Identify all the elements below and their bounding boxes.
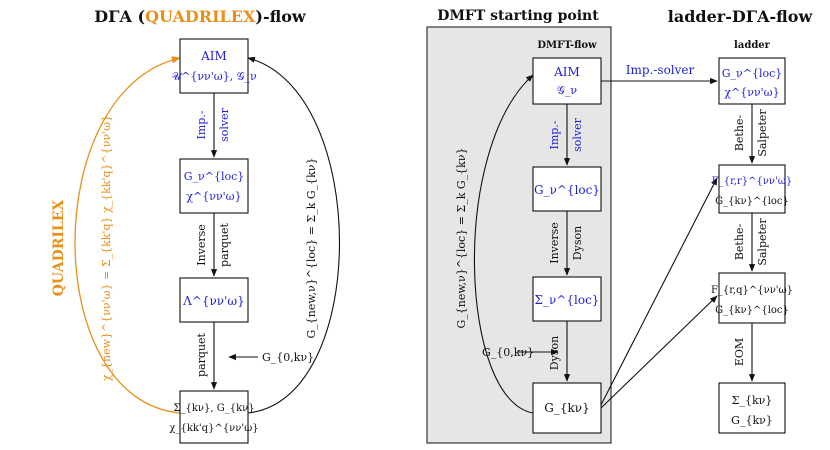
sigma-box-sigma: Σ_{kν}, G_{kν} bbox=[173, 403, 254, 414]
ladder-subtitle: ladder bbox=[734, 40, 771, 51]
lambda-box bbox=[179, 277, 249, 323]
bethe-label-1: Bethe- bbox=[733, 115, 746, 152]
ladder-box-gloc-chi: χ^{νν'ω} bbox=[724, 86, 779, 99]
dmft-dyson-lower-label: Dyson bbox=[548, 336, 561, 370]
diag-arrow-to-gamma bbox=[600, 177, 718, 406]
aim-box bbox=[179, 38, 249, 94]
imp-label-left: Imp.- bbox=[195, 110, 208, 139]
sigma-box-chi: χ_{kk'q}^{νν'ω} bbox=[169, 423, 258, 434]
solver-label-left: solver bbox=[218, 107, 231, 142]
chi-new-equation: χ_{new}^{νν'ω} = Σ_{kk'q} χ_{kk'q}^{νν'ω… bbox=[100, 115, 113, 381]
gnew-equation-mid: G_{new,ν}^{loc} = Σ_k G_{kν} bbox=[455, 148, 468, 329]
left-flow-title: DΓA (QUADRILEX)-flow bbox=[94, 7, 307, 26]
right-flow-title: ladder-DΓA-flow bbox=[668, 7, 814, 26]
ladder-box-gloc bbox=[718, 57, 786, 105]
dmft-sigma-box bbox=[532, 276, 602, 322]
parquet-label-lower: parquet bbox=[195, 332, 208, 376]
parquet-label-left: parquet bbox=[218, 222, 231, 266]
dmft-loop-arrow bbox=[473, 74, 534, 414]
dmft-g0-input: G_{0,kν} bbox=[482, 346, 534, 359]
gloc-box bbox=[179, 158, 249, 214]
imp-solver-link-label: Imp.-solver bbox=[626, 63, 695, 77]
salpeter-label-1: Salpeter bbox=[756, 109, 769, 157]
ladder-box-sigma-label: Σ_{kν} bbox=[732, 394, 773, 407]
gnew-loop-arrow bbox=[247, 56, 341, 414]
gloc-box-g: G_ν^{loc} bbox=[184, 170, 245, 183]
ladder-box-sigma bbox=[718, 382, 786, 434]
gnew-equation-left: G_{new,ν}^{loc} = Σ_k G_{kν} bbox=[305, 158, 318, 339]
quadrilex-loop-arrow bbox=[74, 56, 181, 414]
dmft-flow-subtitle: DMFT-flow bbox=[537, 40, 597, 51]
salpeter-label-2: Salpeter bbox=[756, 218, 769, 266]
middle-title: DMFT starting point bbox=[437, 8, 599, 24]
sigma-box bbox=[179, 390, 249, 444]
dmft-sigma-label: Σ_ν^{loc} bbox=[535, 293, 600, 307]
ladder-box-gloc-g: G_ν^{loc} bbox=[722, 67, 783, 80]
dmft-dyson-label: Dyson bbox=[571, 226, 584, 260]
aim-box-vertex: 𝒰^{νν'ω}, 𝒢_ν bbox=[171, 70, 257, 83]
ladder-box-gamma bbox=[718, 164, 786, 214]
diag-arrow-to-f bbox=[600, 295, 718, 409]
dmft-imp-label: Imp.- bbox=[548, 120, 561, 149]
ladder-box-sigma-g: G_{kν} bbox=[731, 414, 773, 427]
dmft-solver-label: solver bbox=[571, 117, 584, 152]
gloc-box-chi: χ^{νν'ω} bbox=[186, 190, 241, 203]
dmft-aim-label: AIM bbox=[553, 65, 580, 79]
quadrilex-label: QUADRILEX bbox=[51, 200, 67, 297]
ladder-box-f-label: F_{r,q}^{νν'ω} bbox=[711, 285, 793, 296]
g0-input-left: G_{0,kν} bbox=[262, 351, 314, 364]
dmft-aim-g: 𝒢_ν bbox=[557, 84, 577, 97]
dmft-inverse-label: Inverse bbox=[548, 222, 561, 264]
dmft-gk-box bbox=[532, 382, 602, 434]
dmft-gloc-label: G_ν^{loc} bbox=[534, 183, 600, 197]
aim-box-label: AIM bbox=[200, 49, 227, 63]
dmft-gloc-box bbox=[532, 166, 602, 212]
dmft-gk-label: G_{kν} bbox=[544, 401, 589, 415]
ladder-box-gamma-label: Γ_{r,r}^{νν'ω} bbox=[712, 176, 792, 187]
eom-label: EOM bbox=[733, 338, 746, 366]
ladder-box-gamma-g: G_{kν}^{loc} bbox=[715, 196, 789, 207]
ladder-box-f bbox=[718, 272, 786, 324]
lambda-box-label: Λ^{νν'ω} bbox=[182, 294, 245, 308]
inverse-label-left: Inverse bbox=[195, 224, 208, 266]
bethe-label-2: Bethe- bbox=[733, 224, 746, 261]
ladder-box-f-g: G_{kν}^{loc} bbox=[715, 305, 789, 316]
